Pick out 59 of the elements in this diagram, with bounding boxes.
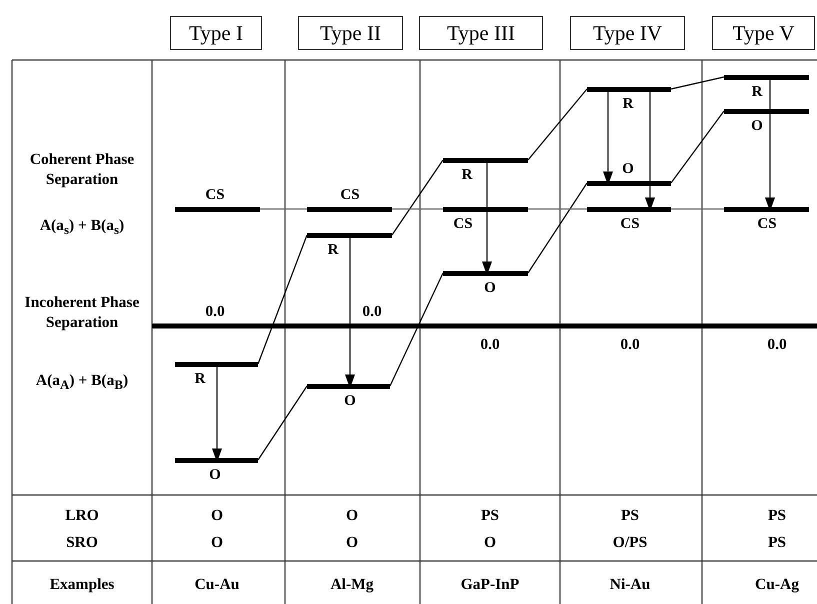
level-label: R: [752, 82, 762, 100]
level-label: O: [622, 160, 634, 178]
connector-line: [670, 110, 724, 184]
table-cell-text: O: [210, 533, 224, 553]
row-heading: A(a$_{A}$) + B(a$_{B}$): [34, 371, 130, 394]
level-label: CS: [757, 214, 777, 232]
type-header: Type II: [298, 16, 403, 50]
row-heading: A(a$_{s}$) + B(a$_{s}$): [38, 216, 126, 240]
table-cell-text: Cu-Au: [194, 575, 240, 595]
level-label: R: [328, 240, 338, 258]
type-header: Type III: [419, 16, 543, 50]
level-label: O: [344, 392, 356, 410]
connector-line: [528, 182, 588, 274]
level-label: R: [462, 166, 472, 184]
table-cell-text: PS: [480, 506, 500, 526]
type-header: Type V: [712, 16, 815, 50]
row-heading: Examples: [48, 575, 116, 595]
table-cell-text: O/PS: [612, 533, 648, 553]
table-cell-text: PS: [766, 533, 788, 553]
connector-line: [260, 208, 307, 210]
row-heading: Coherent Phase Separation: [28, 150, 136, 190]
energy-value: 0.0: [619, 335, 641, 355]
connector-line: [258, 386, 308, 460]
connector-line: [389, 272, 444, 386]
row-heading: SRO: [65, 533, 99, 553]
connector-line: [528, 88, 588, 160]
level-label: CS: [453, 214, 473, 232]
level-label: CS: [205, 186, 225, 204]
table-cell-text: O: [482, 533, 498, 553]
table-cell-text: O: [344, 533, 360, 553]
level-label: O: [751, 116, 763, 134]
table-cell-text: PS: [620, 506, 640, 526]
energy-value: 0.0: [479, 335, 501, 355]
connector-line: [392, 208, 443, 210]
level-label: CS: [620, 214, 640, 232]
table-cell-text: Ni-Au: [608, 575, 652, 595]
row-heading: LRO: [64, 506, 100, 526]
row-heading: Incoherent Phase Separation: [24, 293, 140, 333]
table-cell-text: O: [344, 506, 360, 526]
connector-line: [257, 234, 308, 364]
level-label: O: [484, 278, 496, 296]
table-cell-text: PS: [766, 506, 788, 526]
table-cell-text: Al-Mg: [329, 575, 375, 595]
table-cell-text: GaP-InP: [460, 575, 520, 595]
table-cell-text: Cu-Ag: [754, 575, 800, 595]
type-header: Type IV: [570, 16, 685, 50]
energy-value: 0.0: [361, 302, 383, 322]
connector-line: [528, 208, 587, 210]
table-cell-text: O: [210, 506, 224, 526]
energy-value: 0.0: [766, 335, 788, 355]
level-label: R: [622, 94, 634, 112]
energy-value: 0.0: [204, 302, 226, 322]
level-label: O: [209, 466, 221, 484]
type-header: Type I: [170, 16, 262, 50]
connector-line: [671, 208, 724, 210]
connector-line: [670, 76, 724, 90]
level-label: CS: [340, 186, 360, 204]
connector-line: [392, 160, 444, 236]
level-label: R: [194, 370, 206, 388]
